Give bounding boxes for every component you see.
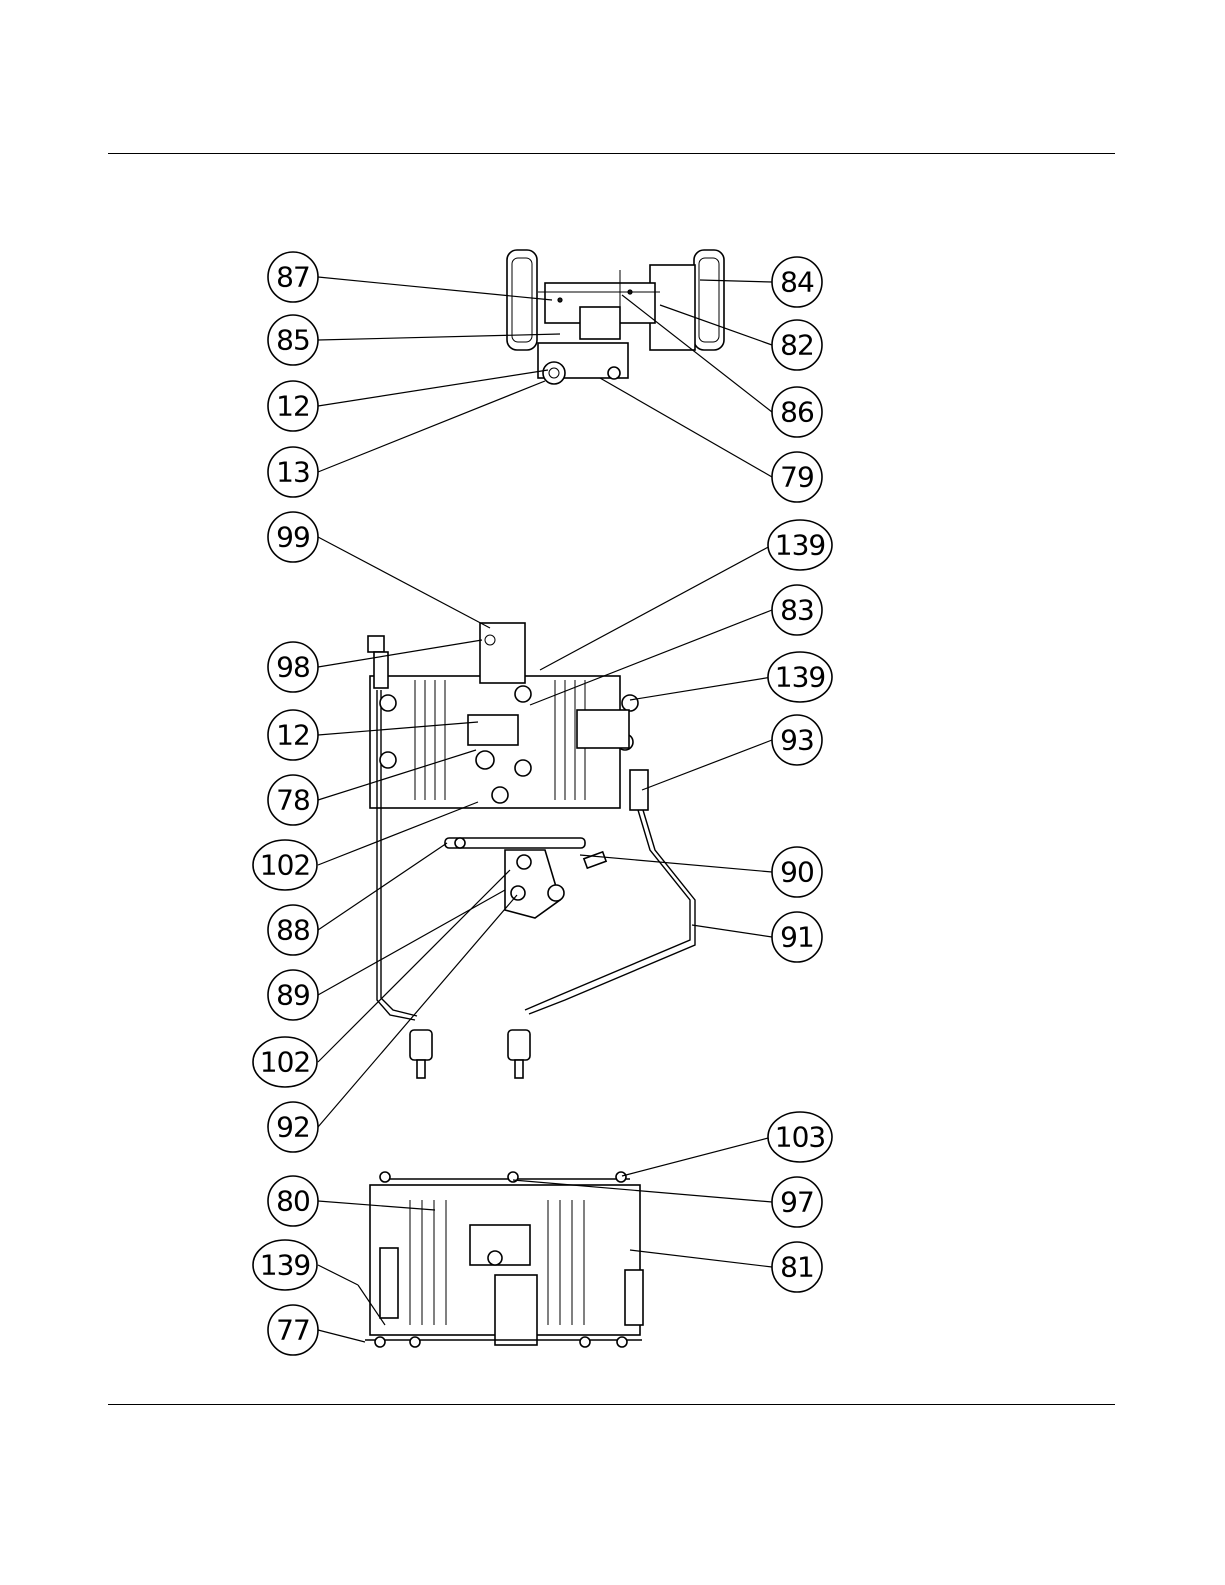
- callout-label: 77: [276, 1314, 310, 1347]
- callout-label: 99: [276, 521, 310, 554]
- callout-86: 86: [772, 387, 822, 437]
- callout-label: 93: [780, 724, 814, 757]
- callout-91: 91: [772, 912, 822, 962]
- callout-label: 81: [780, 1251, 814, 1284]
- callout-label: 84: [780, 266, 814, 299]
- callout-83: 83: [772, 585, 822, 635]
- callout-label: 85: [276, 324, 310, 357]
- callout-93: 93: [772, 715, 822, 765]
- callout-label: 13: [276, 456, 310, 489]
- callout-label: 79: [780, 461, 814, 494]
- callout-139: 139: [768, 652, 832, 702]
- callout-102: 102: [253, 1037, 317, 1087]
- callout-label: 83: [780, 594, 814, 627]
- callout-label: 78: [276, 784, 310, 817]
- callout-label: 90: [780, 856, 814, 889]
- callout-81: 81: [772, 1242, 822, 1292]
- callout-label: 87: [276, 261, 310, 294]
- middle-view-assembly: [368, 623, 695, 1078]
- callout-97: 97: [772, 1177, 822, 1227]
- callout-78: 78: [268, 775, 318, 825]
- callout-103: 103: [768, 1112, 832, 1162]
- callout-label: 102: [260, 1046, 310, 1079]
- callout-77: 77: [268, 1305, 318, 1355]
- callout-label: 82: [780, 329, 814, 362]
- callout-12: 12: [268, 381, 318, 431]
- callout-102: 102: [253, 840, 317, 890]
- callout-90: 90: [772, 847, 822, 897]
- callout-label: 139: [260, 1249, 310, 1282]
- callout-label: 102: [260, 849, 310, 882]
- top-view-assembly: [507, 250, 724, 384]
- callout-89: 89: [268, 970, 318, 1020]
- callout-92: 92: [268, 1102, 318, 1152]
- callout-label: 98: [276, 651, 310, 684]
- bottom-view-assembly: [365, 1172, 643, 1347]
- callout-87: 87: [268, 252, 318, 302]
- callout-139: 139: [253, 1240, 317, 1290]
- callout-80: 80: [268, 1176, 318, 1226]
- callout-99: 99: [268, 512, 318, 562]
- callout-label: 97: [780, 1186, 814, 1219]
- callout-label: 12: [276, 719, 310, 752]
- callout-85: 85: [268, 315, 318, 365]
- callout-98: 98: [268, 642, 318, 692]
- callout-label: 103: [775, 1121, 825, 1154]
- callout-label: 139: [775, 661, 825, 694]
- callout-label: 91: [780, 921, 814, 954]
- callout-label: 89: [276, 979, 310, 1012]
- callout-label: 12: [276, 390, 310, 423]
- callout-88: 88: [268, 905, 318, 955]
- callout-79: 79: [772, 452, 822, 502]
- callout-label: 88: [276, 914, 310, 947]
- callout-label: 92: [276, 1111, 310, 1144]
- callout-label: 86: [780, 396, 814, 429]
- callout-84: 84: [772, 257, 822, 307]
- callout-label: 80: [276, 1185, 310, 1218]
- callout-label: 139: [775, 529, 825, 562]
- callout-12: 12: [268, 710, 318, 760]
- callout-13: 13: [268, 447, 318, 497]
- callout-139: 139: [768, 520, 832, 570]
- callout-82: 82: [772, 320, 822, 370]
